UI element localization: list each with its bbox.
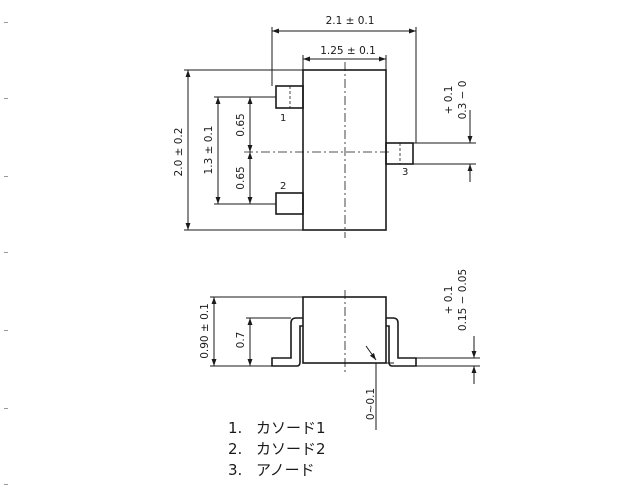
dim-lead-width-nominal: 0.3 − 0	[457, 81, 469, 120]
dim-pitch-lower: 0.65	[235, 166, 247, 189]
side-view-body	[302, 296, 387, 364]
dim-total-width: 2.1 ± 0.1	[326, 15, 375, 27]
pin-3-pad	[385, 142, 414, 165]
top-view-body	[302, 69, 387, 231]
pin-legend: 1. カソード1 2. カソード2 3. アノード	[228, 418, 326, 481]
margin-mark	[4, 484, 8, 485]
margin-mark	[4, 98, 8, 99]
dim-height: 0.90 ± 0.1	[199, 303, 211, 359]
dim-lead-thickness-nominal: 0.15 − 0.05	[457, 269, 469, 331]
pin-3-label: 3	[402, 167, 408, 178]
legend-label: カソード2	[256, 440, 326, 458]
dim-body-width: 1.25 ± 0.1	[320, 45, 376, 57]
left-lead	[271, 317, 303, 367]
pin-2-pad	[275, 192, 304, 215]
legend-item: 3. アノード	[228, 460, 326, 481]
dim-lead-width-tol: + 0.1	[443, 86, 455, 115]
right-lead	[386, 317, 417, 367]
dim-gap: 0~0.1	[365, 388, 377, 420]
legend-label: アノード	[256, 461, 315, 479]
legend-label: カソード1	[256, 419, 326, 437]
legend-number: 2.	[228, 440, 243, 458]
margin-mark	[4, 330, 8, 331]
legend-item: 2. カソード2	[228, 439, 326, 460]
dim-pin-span: 1.3 ± 0.1	[203, 126, 215, 175]
dim-lead-thickness-tol: + 0.1	[443, 286, 455, 315]
pin-1-label: 1	[280, 113, 286, 124]
pin-1-pad	[275, 85, 304, 109]
legend-number: 1.	[228, 419, 243, 437]
pin-2-label: 2	[280, 181, 286, 192]
side-view: 0.90 ± 0.1 0.7 + 0.1 0.15 − 0.05 0~0.1	[199, 269, 480, 430]
top-view: 2.1 ± 0.1 1.25 ± 0.1 2.0 ± 0.2 1.3 ± 0.1…	[173, 15, 476, 238]
legend-item: 1. カソード1	[228, 418, 326, 439]
dim-total-height: 2.0 ± 0.2	[173, 128, 185, 177]
margin-mark	[4, 22, 8, 23]
dim-standoff: 0.7	[235, 332, 247, 349]
margin-mark	[4, 252, 8, 253]
margin-mark	[4, 408, 8, 409]
legend-number: 3.	[228, 461, 243, 479]
margin-mark	[4, 176, 8, 177]
dim-pitch-upper: 0.65	[235, 113, 247, 136]
